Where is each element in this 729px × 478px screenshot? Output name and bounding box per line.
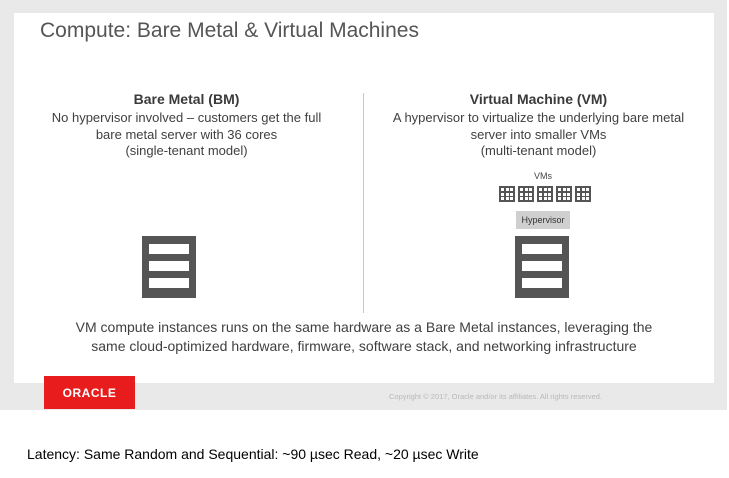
server-slot — [522, 244, 562, 254]
copyright-text: Copyright © 2017, Oracle and/or its affi… — [389, 392, 602, 401]
virtual-machine-description: A hypervisor to virtualize the underlyin… — [386, 110, 691, 160]
bare-metal-line-2: bare metal server with 36 cores — [95, 126, 278, 142]
vm-host-server-icon — [515, 236, 569, 298]
column-divider — [363, 93, 364, 313]
oracle-logo: ORACLE — [44, 376, 135, 409]
vm-icon — [518, 186, 534, 202]
bare-metal-column: Bare Metal (BM) No hypervisor involved –… — [34, 90, 339, 160]
server-slot — [149, 261, 189, 271]
bare-metal-line-3: (single-tenant model) — [125, 143, 248, 158]
server-slot — [149, 278, 189, 288]
vm-icon — [556, 186, 572, 202]
slide-frame: Compute: Bare Metal & Virtual Machines B… — [0, 0, 727, 410]
vms-label: VMs — [534, 171, 552, 181]
summary-line-1: VM compute instances runs on the same ha… — [75, 319, 653, 335]
virtual-machine-line-2: server into smaller VMs — [470, 126, 607, 142]
server-slot — [522, 278, 562, 288]
slide: Compute: Bare Metal & Virtual Machines B… — [14, 13, 714, 383]
server-slot — [149, 244, 189, 254]
bare-metal-heading: Bare Metal (BM) — [133, 91, 240, 107]
slide-title: Compute: Bare Metal & Virtual Machines — [40, 19, 419, 42]
bare-metal-description: No hypervisor involved – customers get t… — [34, 110, 339, 160]
server-slot — [522, 261, 562, 271]
latency-caption: Latency: Same Random and Sequential: ~90… — [27, 446, 479, 462]
virtual-machine-heading: Virtual Machine (VM) — [469, 91, 608, 107]
bare-metal-server-icon — [142, 236, 196, 298]
hypervisor-box: Hypervisor — [516, 211, 570, 229]
vm-icon — [499, 186, 515, 202]
vm-icon — [575, 186, 591, 202]
summary-text: VM compute instances runs on the same ha… — [44, 318, 684, 356]
virtual-machine-line-1: A hypervisor to virtualize the underlyin… — [392, 110, 685, 125]
bare-metal-line-1: No hypervisor involved – customers get t… — [51, 110, 322, 125]
virtual-machine-line-3: (multi-tenant model) — [480, 143, 597, 158]
vm-icon — [537, 186, 553, 202]
summary-line-2: same cloud-optimized hardware, firmware,… — [91, 338, 637, 354]
virtual-machine-column: Virtual Machine (VM) A hypervisor to vir… — [386, 90, 691, 160]
